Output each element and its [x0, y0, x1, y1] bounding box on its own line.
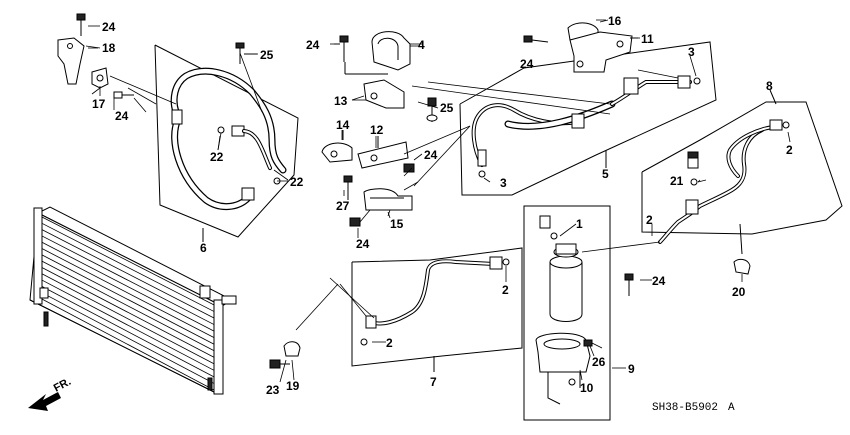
callout-24: 24 — [102, 20, 116, 34]
diagram-code-suffix: A — [728, 402, 735, 414]
condenser-fin-line — [39, 266, 217, 359]
callout-25: 25 — [260, 48, 274, 62]
callout-9: 9 — [628, 362, 635, 376]
receiver-drier-group — [523, 205, 661, 421]
callout-13: 13 — [334, 94, 348, 108]
condenser-fin-line — [39, 291, 215, 385]
callout-2: 2 — [786, 143, 793, 157]
callout-19: 19 — [286, 379, 300, 393]
condenser-fin-line — [39, 253, 218, 347]
condenser-fin-line — [39, 285, 216, 378]
callout-24: 24 — [424, 148, 438, 162]
condenser-fin-line — [39, 272, 217, 366]
callout-22: 22 — [290, 175, 304, 189]
condenser-fin-line — [39, 215, 221, 309]
callout-16: 16 — [608, 14, 622, 28]
condenser-fin-line — [39, 297, 215, 391]
callout-17: 17 — [92, 97, 106, 111]
bracket-4-13 — [330, 31, 420, 109]
callout-7: 7 — [430, 375, 437, 389]
callout-24: 24 — [356, 237, 370, 251]
callout-10: 10 — [580, 381, 594, 395]
callout-2: 2 — [386, 336, 393, 350]
callout-24: 24 — [520, 57, 534, 71]
bracket-17-18 — [57, 13, 177, 113]
condenser-fin-line — [39, 234, 219, 328]
callout-numbers: 24 18 17 24 25 22 22 6 24 4 13 25 14 12 … — [92, 14, 793, 397]
callout-2: 2 — [646, 213, 653, 227]
condenser-fin-line — [39, 228, 220, 321]
condenser — [29, 206, 237, 395]
callout-18: 18 — [102, 41, 116, 55]
callout-11: 11 — [641, 32, 654, 46]
condenser-fin-line — [39, 240, 219, 334]
callout-25: 25 — [440, 101, 454, 115]
discharge-hose-group — [411, 41, 717, 196]
callout-3: 3 — [688, 45, 695, 59]
callout-22: 22 — [210, 150, 224, 164]
callout-24: 24 — [652, 274, 666, 288]
condenser-fin-line — [39, 247, 218, 340]
callout-20: 20 — [732, 285, 746, 299]
callout-6: 6 — [200, 241, 207, 255]
callout-14: 14 — [336, 118, 350, 132]
bracket-12-14-15 — [321, 125, 471, 227]
suction-hose-group — [154, 42, 299, 242]
callout-4: 4 — [418, 38, 425, 52]
callout-5: 5 — [602, 167, 609, 181]
front-direction-arrow: FR. — [28, 376, 73, 411]
liquid-pipe-group — [641, 89, 843, 275]
liquid-pipe-lower-group — [269, 247, 523, 372]
callout-8: 8 — [766, 79, 773, 93]
callout-15: 15 — [390, 217, 404, 231]
callout-3: 3 — [500, 176, 507, 190]
callout-24: 24 — [115, 109, 129, 123]
callout-2: 2 — [502, 283, 509, 297]
callout-26: 26 — [592, 355, 606, 369]
callout-23: 23 — [266, 383, 280, 397]
condenser-fin-line — [39, 221, 220, 315]
front-direction-label: FR. — [52, 376, 73, 395]
callout-leaders — [85, 19, 791, 383]
callout-27: 27 — [336, 199, 350, 213]
condenser-fin-line — [39, 278, 216, 372]
callout-24: 24 — [306, 38, 320, 52]
callout-1: 1 — [576, 217, 583, 231]
bracket-11-16 — [523, 19, 640, 73]
callout-12: 12 — [370, 123, 384, 137]
diagram-code: SH38-B5902 — [652, 402, 718, 414]
condenser-fin-line — [39, 259, 217, 353]
callout-21: 21 — [670, 174, 684, 188]
